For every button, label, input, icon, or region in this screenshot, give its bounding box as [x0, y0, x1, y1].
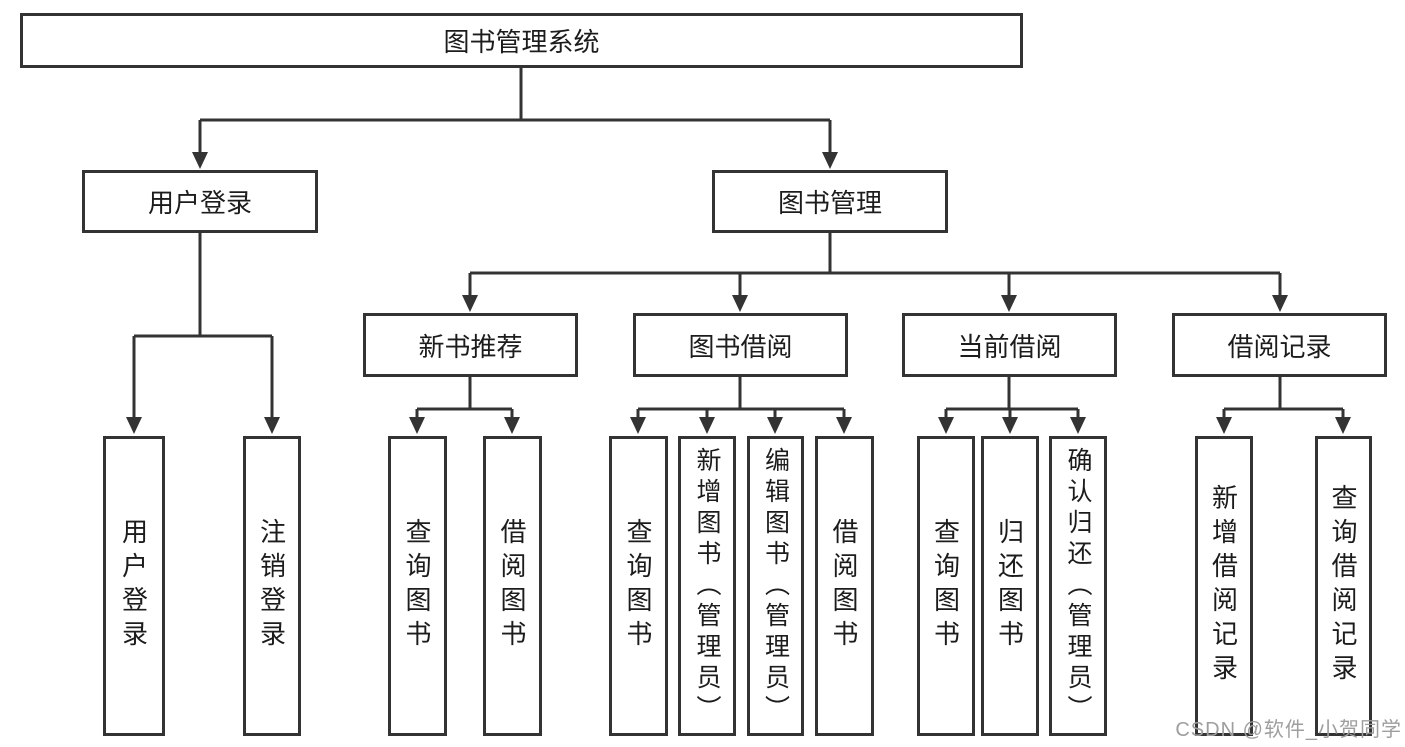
connector-user-login-to-children: [126, 233, 280, 434]
node-label: 注销登录: [256, 518, 287, 654]
node-logout: 注销登录: [243, 436, 301, 736]
node-root: 图书管理系统: [20, 13, 1023, 68]
connector-borrow-record-to-children: [1216, 377, 1351, 434]
node-book-management: 图书管理: [712, 170, 948, 233]
node-rec-query-book: 查询图书: [388, 436, 447, 736]
node-label: 借阅图书: [829, 518, 859, 654]
node-cb-query-book: 查询图书: [917, 436, 975, 736]
node-user-login: 用户登录: [82, 170, 318, 233]
connector-root-to-level2: [192, 68, 838, 169]
node-br-add-record: 新增借阅记录: [1195, 436, 1253, 736]
node-bb-borrow-book: 借阅图书: [815, 436, 874, 736]
node-rec-borrow-book: 借阅图书: [483, 436, 542, 736]
node-login: 用户登录: [103, 436, 165, 736]
node-label: 新增借阅记录: [1208, 484, 1239, 688]
connector-current-borrow-to-children: [938, 377, 1086, 434]
node-current-borrow: 当前借阅: [902, 313, 1117, 377]
node-borrow-record: 借阅记录: [1172, 313, 1387, 377]
node-cb-return-book: 归还图书: [981, 436, 1039, 736]
node-cb-confirm-return: 确认归还（管理员）: [1049, 436, 1107, 736]
connector-book-borrow-to-children: [630, 377, 852, 434]
node-label: 新增图书（管理员）: [693, 446, 721, 726]
connector-book-mgmt-to-level3: [462, 233, 1288, 312]
node-label: 编辑图书（管理员）: [761, 446, 790, 726]
node-label: 归还图书: [994, 518, 1025, 654]
node-bb-add-book: 新增图书（管理员）: [678, 436, 736, 736]
node-new-book-recommend: 新书推荐: [363, 313, 578, 377]
node-label: 确认归还（管理员）: [1064, 446, 1092, 726]
node-label: 查询图书: [930, 518, 961, 654]
node-label: 查询图书: [402, 518, 432, 654]
node-label: 新书推荐: [418, 331, 523, 362]
node-label: 查询图书: [623, 518, 653, 654]
node-br-query-record: 查询借阅记录: [1315, 436, 1372, 736]
node-bb-edit-book: 编辑图书（管理员）: [747, 436, 804, 736]
node-label: 用户登录: [147, 188, 252, 218]
node-book-borrow: 图书借阅: [633, 313, 848, 377]
node-label: 用户登录: [118, 518, 149, 654]
node-label: 图书借阅: [688, 331, 793, 362]
node-bb-query-book: 查询图书: [609, 436, 668, 736]
node-label: 查询借阅记录: [1328, 484, 1358, 688]
node-label: 图书管理: [777, 188, 882, 218]
csdn-watermark: CSDN @软件_小贺同学: [1175, 719, 1402, 741]
node-label: 借阅图书: [497, 518, 527, 654]
node-label: 借阅记录: [1227, 331, 1332, 362]
node-label: 当前借阅: [957, 331, 1062, 362]
node-label: 图书管理系统: [443, 27, 600, 57]
connector-new-book-recommend-to-children: [409, 377, 520, 434]
